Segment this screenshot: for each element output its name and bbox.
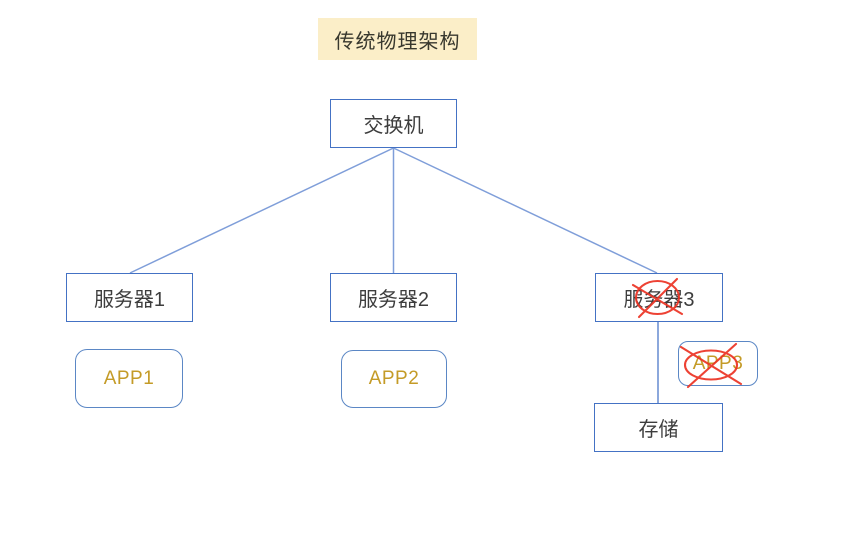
diagram-title: 传统物理架构 [318,18,477,60]
node-app3-label: APP3 [692,352,744,374]
edge-switch-server1 [129,147,394,274]
node-app2: APP2 [341,350,447,408]
node-switch: 交换机 [330,99,457,148]
node-app1: APP1 [75,349,183,408]
node-storage: 存储 [594,403,723,452]
node-app3: APP3 [678,341,758,386]
node-server3: 服务器3 [595,273,723,322]
node-app1-label: APP1 [103,367,155,389]
node-server2: 服务器2 [330,273,457,322]
node-storage-label: 存储 [638,419,679,441]
node-app2-label: APP2 [368,368,420,389]
node-server1: 服务器1 [66,273,193,322]
node-switch-label: 交换机 [363,115,424,137]
node-server3-label: 服务器3 [623,289,695,311]
edge-switch-server3 [393,147,658,274]
node-server1-label: 服务器1 [93,289,166,311]
node-server2-label: 服务器2 [357,289,430,311]
